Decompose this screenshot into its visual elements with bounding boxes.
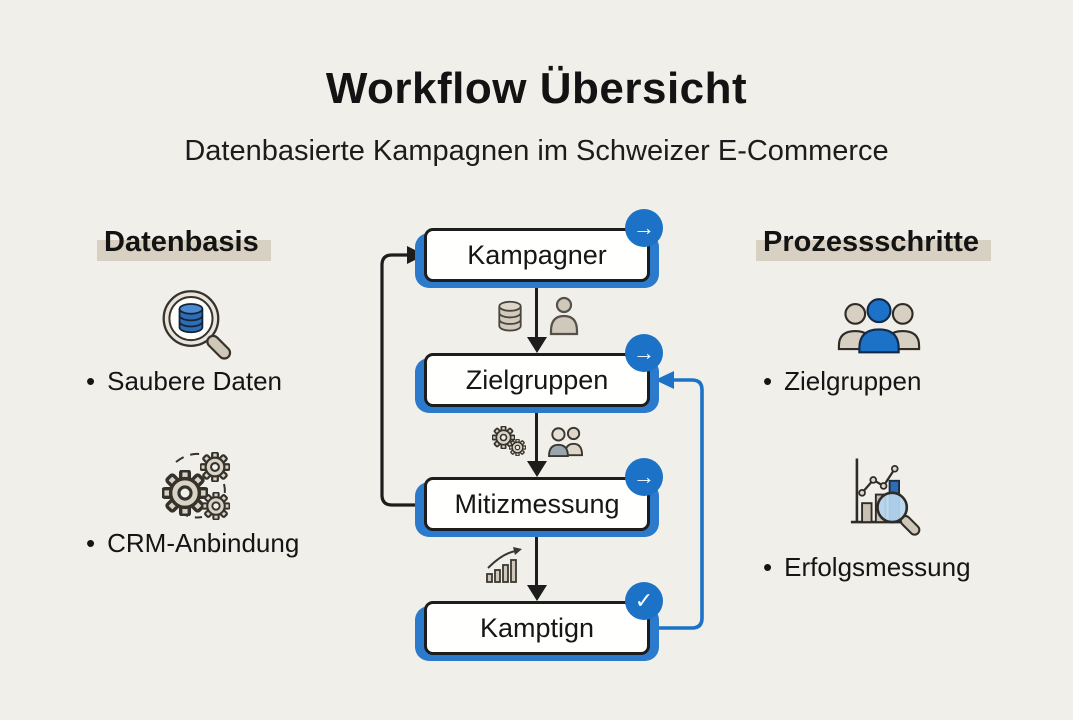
node-body: Zielgruppen: [424, 353, 650, 407]
flow-node-label: Zielgruppen: [465, 364, 609, 395]
arrow-badge-icon: →: [625, 209, 663, 247]
person-icon: [549, 296, 579, 336]
flow-node-label: Kampagner: [467, 239, 607, 270]
connector-arrowhead: [527, 337, 547, 353]
people-icon: [548, 426, 584, 458]
node-body: Mitizmessung: [424, 477, 650, 531]
list-item-label: Zielgruppen: [784, 366, 922, 396]
arrow-badge-icon: →: [625, 334, 663, 372]
flow-node-kampagner: Kampagner →: [415, 209, 663, 288]
left-column-heading: Datenbasis: [97, 226, 271, 261]
page-title: Workflow Übersicht: [325, 64, 748, 113]
bullet: •: [763, 552, 773, 582]
database-icon: [498, 300, 522, 332]
arrow-badge-icon: →: [625, 458, 663, 496]
list-item-label: Erfolgsmessung: [784, 552, 971, 582]
bullet: •: [86, 528, 96, 558]
heading-highlight: [97, 240, 271, 261]
list-item-label: CRM-Anbindung: [107, 528, 300, 558]
database-magnifier-icon: [162, 290, 232, 360]
connector-line: [535, 532, 538, 588]
gears-icon: [492, 426, 526, 456]
page-subtitle: Datenbasierte Kampagnen im Schweizer E-C…: [184, 135, 889, 167]
flow-node-zielgruppen: Zielgruppen →: [415, 334, 663, 413]
list-item-saubere-daten: • Saubere Daten: [86, 366, 282, 397]
flow-node-mitizmessung: Mitizmessung →: [415, 458, 663, 537]
list-item-label: Saubere Daten: [107, 366, 283, 396]
gears-icon: [162, 452, 230, 520]
list-item-crm-anbindung: • CRM-Anbindung: [86, 528, 299, 559]
right-column-heading: Prozessschritte: [756, 226, 991, 261]
connector-arrowhead: [527, 461, 547, 477]
flow-node-kamptign: Kamptign ✓: [415, 582, 663, 661]
bullet: •: [763, 366, 773, 396]
connector-arrowhead: [527, 585, 547, 601]
list-item-erfolgsmessung: • Erfolgsmessung: [763, 552, 971, 583]
flow-node-label: Kamptign: [479, 612, 595, 643]
connector-line: [535, 408, 538, 464]
bullet: •: [86, 366, 96, 396]
chart-magnifier-icon: [850, 458, 921, 536]
check-badge-icon: ✓: [625, 582, 663, 620]
list-item-zielgruppen: • Zielgruppen: [763, 366, 921, 397]
flow-node-label: Mitizmessung: [454, 488, 620, 519]
growth-chart-icon: [486, 547, 522, 583]
node-body: Kamptign: [424, 601, 650, 655]
people-group-icon: [837, 298, 921, 354]
node-body: Kampagner: [424, 228, 650, 282]
heading-highlight: [756, 240, 991, 261]
connector-line: [535, 283, 538, 339]
